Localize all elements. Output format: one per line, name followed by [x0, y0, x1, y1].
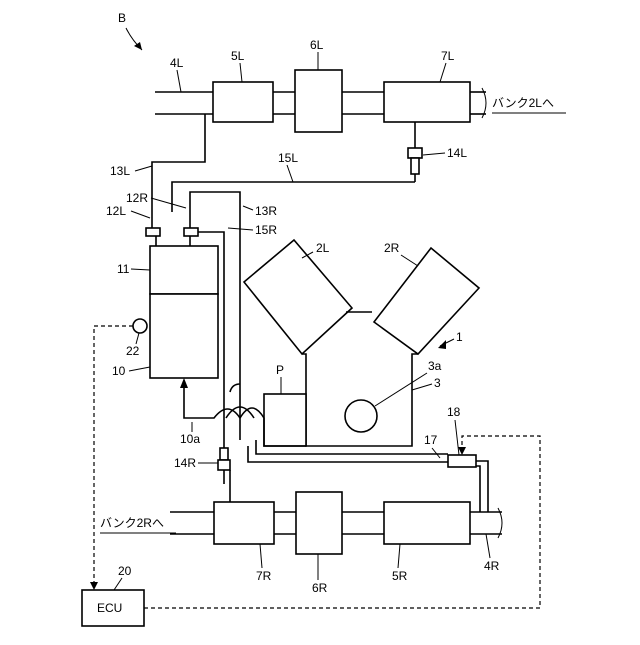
- component-5L: [213, 82, 273, 122]
- label-7R: 7R: [256, 569, 272, 583]
- bank-left-destination: バンク2Lへ: [492, 96, 554, 110]
- sensor-14L: [408, 122, 422, 182]
- label-15L: 15L: [278, 151, 298, 165]
- label-22: 22: [126, 344, 140, 358]
- ecu-label: ECU: [97, 601, 122, 615]
- bank-right-destination: バンク2Rへ: [100, 516, 164, 530]
- label-14L: 14L: [447, 146, 467, 160]
- valve-17: [434, 454, 448, 462]
- sensor-22: [133, 319, 147, 333]
- sensor-14R: [218, 448, 230, 504]
- label-18: 18: [447, 405, 461, 419]
- lower-exhaust-line: [170, 492, 502, 554]
- crankshaft-3a: [345, 400, 377, 432]
- label-15R: 15R: [255, 223, 277, 237]
- view-arrowhead: [134, 42, 142, 50]
- valve-18: [448, 455, 476, 467]
- label-12L: 12L: [106, 204, 126, 218]
- label-4R: 4R: [484, 559, 500, 573]
- label-12R: 12R: [126, 191, 148, 205]
- label-5L: 5L: [231, 49, 245, 63]
- label-4L: 4L: [170, 56, 184, 70]
- label-2R: 2R: [384, 241, 400, 255]
- view-label: B: [118, 11, 126, 25]
- component-11: [150, 246, 218, 294]
- sensor-12R: [184, 212, 198, 246]
- pipe-to-4R: [476, 461, 488, 512]
- label-2L: 2L: [316, 241, 330, 255]
- label-5R: 5R: [392, 569, 408, 583]
- label-6L: 6L: [310, 38, 324, 52]
- wire-13L: [152, 114, 205, 212]
- label-13L: 13L: [110, 164, 130, 178]
- component-6R: [296, 492, 342, 554]
- label-17: 17: [424, 433, 438, 447]
- cylinder-bank-2L: [244, 240, 352, 354]
- component-5R: [384, 502, 470, 544]
- component-6L: [295, 70, 342, 132]
- label-3: 3: [434, 376, 441, 390]
- wire-15L: [172, 182, 415, 212]
- label-3a: 3a: [428, 359, 442, 373]
- label-10a: 10a: [180, 432, 200, 446]
- label-6R: 6R: [312, 581, 328, 595]
- pulley-P: [264, 394, 306, 446]
- component-7L: [384, 82, 470, 122]
- cylinder-bank-2R: [374, 248, 479, 354]
- pipe-hop: [230, 384, 240, 392]
- label-7L: 7L: [441, 49, 455, 63]
- label-13R: 13R: [255, 204, 277, 218]
- label-14R: 14R: [174, 456, 196, 470]
- label-10: 10: [112, 364, 126, 378]
- component-7R: [214, 502, 274, 544]
- label-11: 11: [117, 262, 130, 276]
- label-P: P: [276, 363, 284, 377]
- label-20: 20: [118, 564, 132, 578]
- component-10: [150, 294, 218, 378]
- label-1: 1: [456, 330, 463, 344]
